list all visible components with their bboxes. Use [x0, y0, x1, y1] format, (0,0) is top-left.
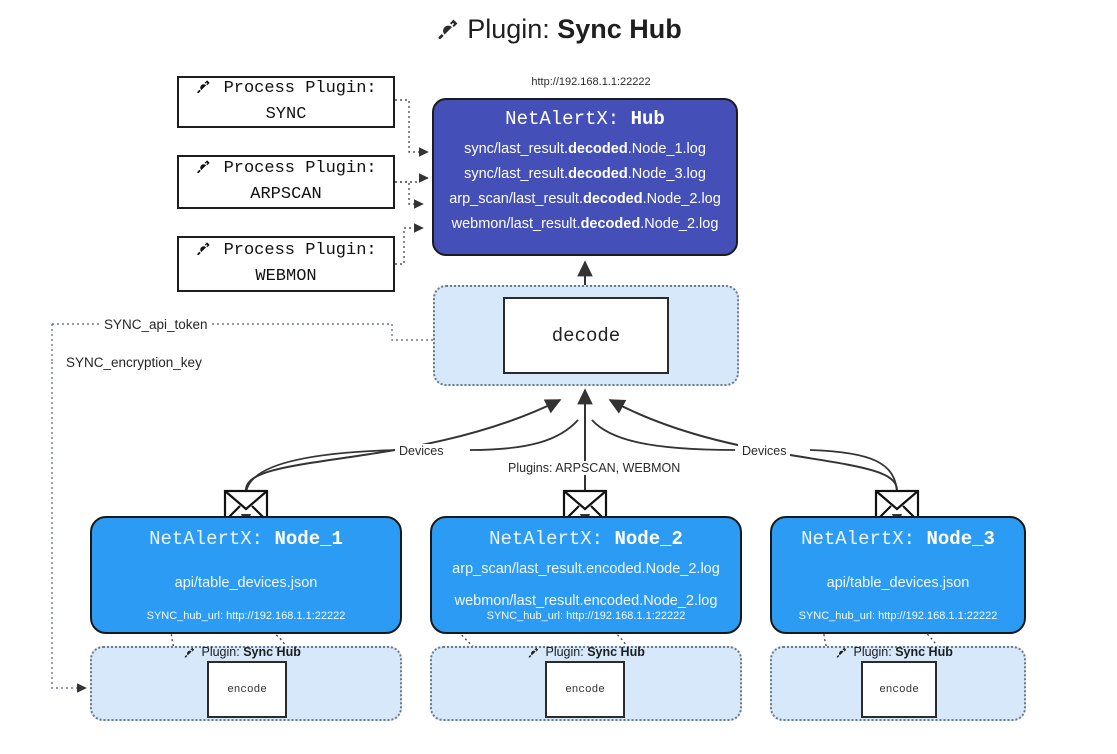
node-line: webmon/last_result.encoded.Node_2.log — [454, 592, 718, 609]
node-title: NetAlertX: Node_3 — [801, 528, 995, 550]
plug-icon — [183, 647, 199, 662]
plugin-label-node-1: Plugin: Sync Hub — [183, 645, 301, 662]
devices-label-right: Devices — [738, 444, 791, 458]
node-card-node-1[interactable]: NetAlertX: Node_1 api/table_devices.json… — [90, 516, 402, 634]
decode-box[interactable]: decode — [503, 297, 669, 374]
node-title: NetAlertX: Node_1 — [149, 528, 343, 550]
plug-icon — [435, 16, 461, 49]
process-plugin-webmon[interactable]: Process Plugin: WEBMON — [177, 236, 395, 292]
page-title: Plugin: Sync Hub — [0, 14, 1117, 49]
process-plugin-line1: Process Plugin: — [223, 158, 377, 178]
node-card-node-2[interactable]: NetAlertX: Node_2 arp_scan/last_result.e… — [430, 516, 742, 634]
hub-title-prefix: NetAlertX: — [505, 108, 620, 130]
node-line: arp_scan/last_result.encoded.Node_2.log — [452, 561, 720, 577]
process-plugin-line1: Process Plugin: — [223, 78, 377, 98]
process-plugin-line2: ARPSCAN — [250, 184, 322, 204]
process-plugin-arpscan[interactable]: Process Plugin: ARPSCAN — [177, 155, 395, 209]
node-title: NetAlertX: Node_2 — [489, 528, 683, 550]
node-hub-url: SYNC_hub_url: http://192.168.1.1:22222 — [798, 610, 998, 622]
node-hub-url: SYNC_hub_url: http://192.168.1.1:22222 — [486, 610, 686, 622]
title-prefix: Plugin: — [467, 14, 550, 44]
hub-log-line: sync/last_result.decoded.Node_1.log — [464, 141, 706, 157]
plug-icon — [195, 79, 222, 101]
node-card-node-3[interactable]: NetAlertX: Node_3 api/table_devices.json… — [770, 516, 1026, 634]
hub-log-line: arp_scan/last_result.decoded.Node_2.log — [449, 190, 721, 207]
plug-icon — [835, 647, 851, 662]
plug-icon — [527, 647, 543, 662]
process-plugin-sync[interactable]: Process Plugin: SYNC — [177, 76, 395, 128]
hub-log-line: sync/last_result.decoded.Node_3.log — [464, 165, 706, 182]
sync-api-token-label: SYNC_api_token — [100, 317, 212, 332]
process-plugin-line2: SYNC — [265, 104, 307, 124]
encode-box-node-1[interactable]: encode — [207, 661, 287, 718]
plugins-label-mid: Plugins: ARPSCAN, WEBMON — [504, 461, 685, 475]
encode-box-node-2[interactable]: encode — [545, 661, 625, 718]
title-name: Sync Hub — [557, 14, 682, 44]
process-plugin-line1: Process Plugin: — [223, 240, 377, 260]
node-line: api/table_devices.json — [174, 575, 318, 591]
node-hub-url: SYNC_hub_url: http://192.168.1.1:22222 — [146, 610, 346, 622]
plug-icon — [195, 241, 222, 263]
hub-title-name: Hub — [630, 108, 665, 130]
hub-title: NetAlertX: Hub — [434, 108, 736, 130]
node-line: api/table_devices.json — [826, 575, 970, 591]
hub-log-line: webmon/last_result.decoded.Node_2.log — [451, 215, 719, 232]
plug-icon — [195, 159, 222, 181]
process-plugin-line2: WEBMON — [255, 266, 317, 286]
sync-encryption-key-label: SYNC_encryption_key — [62, 355, 206, 370]
plugin-label-node-2: Plugin: Sync Hub — [527, 645, 645, 662]
plugin-label-node-3: Plugin: Sync Hub — [835, 645, 953, 662]
devices-label-left: Devices — [395, 444, 448, 458]
hub-card[interactable]: NetAlertX: Hub sync/last_result.decoded.… — [432, 98, 738, 256]
hub-url-label: http://192.168.1.1:22222 — [531, 76, 651, 88]
encode-box-node-3[interactable]: encode — [861, 661, 937, 718]
